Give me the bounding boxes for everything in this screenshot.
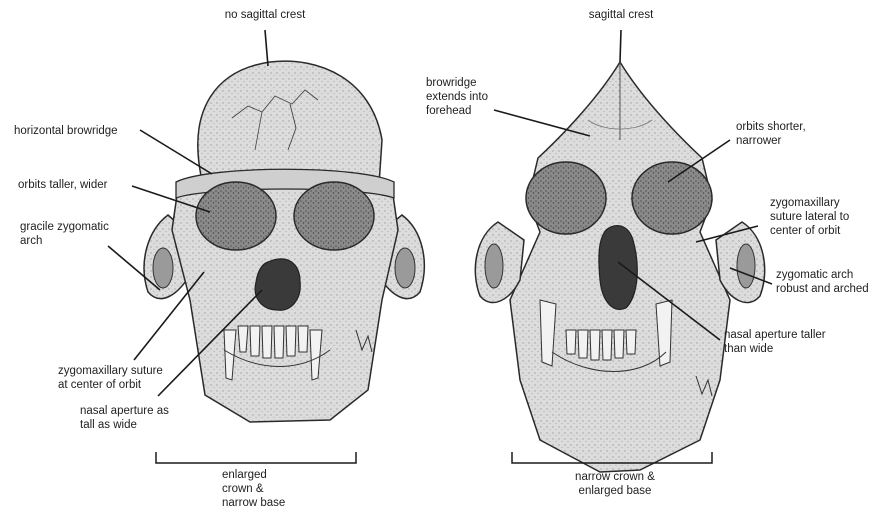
- left-bracket: [156, 452, 356, 463]
- label-no-sagittal-crest: no sagittal crest: [205, 8, 325, 22]
- label-browridge-forehead: browridge extends into forehead: [426, 76, 526, 118]
- left-nasal-aperture: [255, 259, 300, 310]
- left-orbit-right: [294, 182, 374, 250]
- label-enlarged-crown: enlarged crown & narrow base: [222, 468, 312, 510]
- right-skull: [475, 62, 764, 472]
- right-orbit-right: [632, 162, 712, 234]
- label-orbits-taller-wider: orbits taller, wider: [18, 178, 138, 192]
- label-gracile-zygomatic-arch: gracile zygomatic arch: [20, 220, 130, 248]
- right-nasal-aperture: [599, 226, 637, 310]
- label-sagittal-crest: sagittal crest: [566, 8, 676, 22]
- label-zygomatic-arch-robust: zygomatic arch robust and arched: [776, 268, 886, 296]
- label-horizontal-browridge: horizontal browridge: [14, 124, 154, 138]
- label-zygomaxillary-suture-center: zygomaxillary suture at center of orbit: [58, 364, 198, 392]
- label-nasal-aperture-taller: nasal aperture taller than wide: [724, 328, 874, 356]
- label-narrow-crown: narrow crown & enlarged base: [555, 470, 675, 498]
- label-nasal-aperture-as-tall: nasal aperture as tall as wide: [80, 404, 200, 432]
- left-orbit-left: [196, 182, 276, 250]
- right-orbit-left: [526, 162, 606, 234]
- label-orbits-shorter-narrower: orbits shorter, narrower: [736, 120, 846, 148]
- label-zygomaxillary-suture-lateral: zygomaxillary suture lateral to center o…: [770, 196, 880, 238]
